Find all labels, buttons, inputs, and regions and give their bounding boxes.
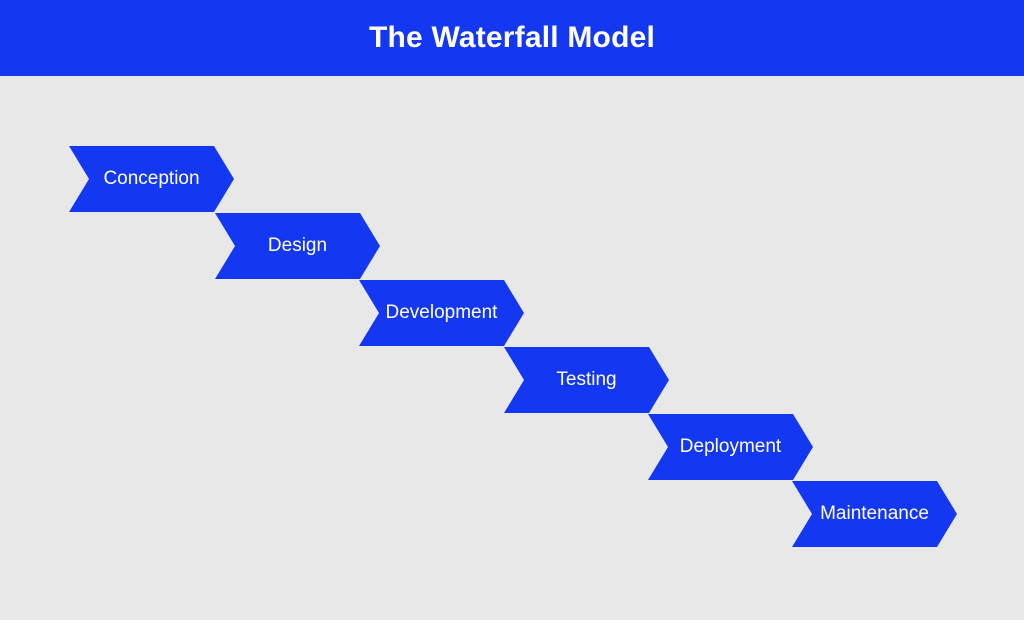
step-development: Development <box>359 280 524 346</box>
step-development-label: Development <box>385 302 498 323</box>
waterfall-diagram: Conception Design Development Testing De… <box>0 76 1024 620</box>
step-conception-label: Conception <box>103 168 200 189</box>
step-maintenance-label: Maintenance <box>820 503 929 524</box>
step-conception: Conception <box>69 146 234 212</box>
step-design-label: Design <box>267 235 328 256</box>
step-deployment: Deployment <box>648 414 813 480</box>
step-deployment-label: Deployment <box>679 436 782 457</box>
header-banner: The Waterfall Model <box>0 0 1024 76</box>
step-design: Design <box>215 213 380 279</box>
page-title: The Waterfall Model <box>368 21 656 54</box>
step-maintenance: Maintenance <box>792 481 957 547</box>
step-testing-label: Testing <box>556 369 617 390</box>
step-testing: Testing <box>504 347 669 413</box>
